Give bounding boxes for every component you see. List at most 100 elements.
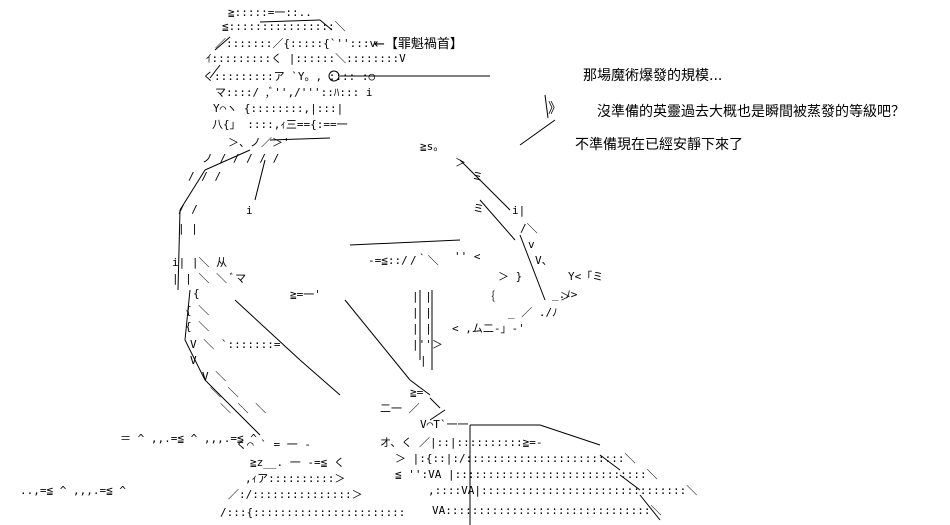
ascii-fragment: / / / [188, 170, 221, 183]
ascii-fragment: i| |＼ 从 [172, 256, 227, 269]
robe-line [619, 474, 641, 491]
ascii-fragment: ＞ } [498, 270, 522, 283]
body-line [177, 209, 181, 291]
ascii-fragment: ﾉ [552, 306, 558, 319]
arm-line [519, 234, 546, 301]
ascii-fragment: オ、く ／|::|::::::::::≧=- [380, 436, 543, 449]
ascii-fragment: ミ [472, 170, 483, 183]
ascii-fragment: v [528, 238, 535, 251]
head-line [214, 36, 231, 51]
ascii-fragment: ＞ |:{::|:/::::::::::::::::::::::::＼ [395, 452, 636, 465]
ascii-fragment: Y<「ミ [568, 270, 603, 283]
body-line [179, 169, 206, 211]
ascii-fragment: /:::{::::::::::::::::::::::: [220, 506, 405, 519]
ascii-fragment: _ ／ ./ [508, 306, 552, 319]
ascii-fragment: ..,=≦ ^ ,,,.=≦ ^ [20, 484, 126, 497]
dialogue-line-1: 那場魔術爆發的規模... [583, 68, 723, 84]
ascii-fragment: V ＼ [202, 370, 226, 383]
head-line [209, 64, 221, 79]
ascii-fragment: ≧s。 [420, 140, 444, 153]
ascii-fragment: Y⌒ヽ {::::::::,|:::| [213, 102, 343, 115]
arm-line [479, 199, 516, 241]
dialogue-line-2: 沒準備的英靈過去大概也是瞬間被蒸發的等級吧？ [597, 104, 905, 120]
ascii-fragment: ,::::VA|:::::::::::::::::::::::::::::::＼ [428, 484, 697, 497]
ascii-fragment: ≦ '':VA |:::::::::::::::::::::::::::::＼ [395, 468, 658, 481]
head-line [259, 19, 321, 23]
ascii-fragment: '' < [454, 250, 481, 263]
ascii-fragment: ＝ ^ ,,.=≦ ^ ,,,.=≦ ^ [120, 432, 257, 445]
ascii-fragment: 八{」 ::::,ｨ三=={:==一 [212, 118, 348, 131]
ascii-fragment: { [193, 287, 200, 300]
ascii-fragment: ＞、ノ／＞' [228, 136, 290, 149]
robe [469, 424, 661, 525]
body-line [184, 339, 206, 381]
robe-line [639, 494, 661, 521]
ascii-fragment: | | [412, 322, 432, 335]
body-line [344, 299, 411, 381]
ascii-fragment: ≧:::::=一::.. [228, 6, 312, 19]
ascii-fragment: V ＼ `:::::::= [190, 338, 281, 351]
ascii-fragment: ノ / / / / / [202, 152, 279, 165]
arm-line [349, 239, 461, 246]
ascii-fragment: | | ＼ ＼ ﾞマ [172, 272, 246, 285]
ascii-fragments: ≧:::::=一::..≦::::::::::::::::＼／:::::::／{… [20, 6, 697, 519]
body-line [184, 289, 191, 341]
ascii-fragment: ＞ [560, 290, 571, 303]
arm-line [459, 159, 511, 211]
ascii-fragment: | [420, 354, 427, 367]
ascii-fragment: /｀＼ [410, 252, 439, 267]
body-line [234, 299, 301, 361]
ascii-fragment: ＞ [455, 156, 466, 169]
ascii-fragment: ≦::::::::::::::::＼ [222, 20, 346, 33]
body-line [429, 397, 441, 409]
ascii-fragment: ｛ [484, 290, 495, 303]
body-line [254, 159, 266, 201]
ascii-fragment: V⌒T`一一 [420, 418, 469, 431]
ascii-fragment: ｲ:::::::::く |::::::＼::::::::V [206, 52, 406, 65]
ascii-fragment: V、 [535, 254, 553, 267]
head-line [319, 19, 333, 31]
burst-line [519, 119, 556, 146]
ascii-fragment: / / [178, 203, 198, 216]
ascii-fragment: ≧z__. 一 -=≦ く [250, 456, 345, 469]
ascii-fragment: -=≦::/ [368, 254, 408, 267]
ascii-fragment: i| [512, 204, 525, 217]
ascii-fragment: < ,ム二-」-' [452, 322, 525, 335]
ascii-fragment: V [190, 354, 197, 367]
ascii-fragment: | | [412, 290, 432, 303]
ascii-fragment: { ＼ [185, 320, 209, 333]
ascii-fragment: く:::::::::ア `Y。, :::: :○ [203, 70, 375, 83]
ascii-fragment: ≧=一' [290, 288, 321, 301]
ascii-fragment: ＼ ＼ [210, 386, 239, 399]
ascii-fragment: く⌒ ` = 一 - [236, 438, 311, 451]
ascii-fragment: 二一 ／ [380, 402, 420, 415]
ascii-fragment: ／:/:::::::::::::::＞ [228, 488, 363, 501]
body-line [204, 149, 251, 171]
ascii-fragment: ／:::::::／{:::::{`'':::v [215, 37, 376, 50]
pointer-circle [328, 70, 340, 82]
body-line [429, 409, 446, 421]
character-head [209, 19, 490, 141]
ascii-fragment: ≧= [410, 386, 424, 399]
robe-line [539, 424, 601, 446]
head-line [269, 137, 331, 141]
body-line [409, 379, 431, 396]
burst-line [544, 94, 549, 119]
ascii-fragment: i [246, 204, 253, 217]
ascii-fragment: { ＼ [185, 304, 209, 317]
body-line [204, 379, 261, 436]
ascii-fragment: | | [178, 222, 198, 235]
robe-line [599, 454, 621, 471]
ascii-fragment: /＼ [520, 222, 538, 235]
ascii-fragment: ミ [473, 202, 484, 215]
ascii-fragment: |''＞ [412, 338, 443, 351]
bracket-mark: 》 [548, 101, 562, 117]
body-line [299, 359, 341, 396]
character-body [177, 94, 556, 436]
ascii-fragment: _.ﾉ> [552, 288, 578, 301]
ascii-fragment: ,ｨア::::::::::＞ [245, 472, 345, 485]
ascii-fragment: ＼ ＼ ＼ [220, 402, 266, 415]
ascii-fragment: VA:::::::::::::::::::::::::::::::＼ [432, 504, 662, 517]
ascii-fragment: マ::::/ ,ﾞ'',/'''::ﾊ::: i [215, 86, 373, 99]
